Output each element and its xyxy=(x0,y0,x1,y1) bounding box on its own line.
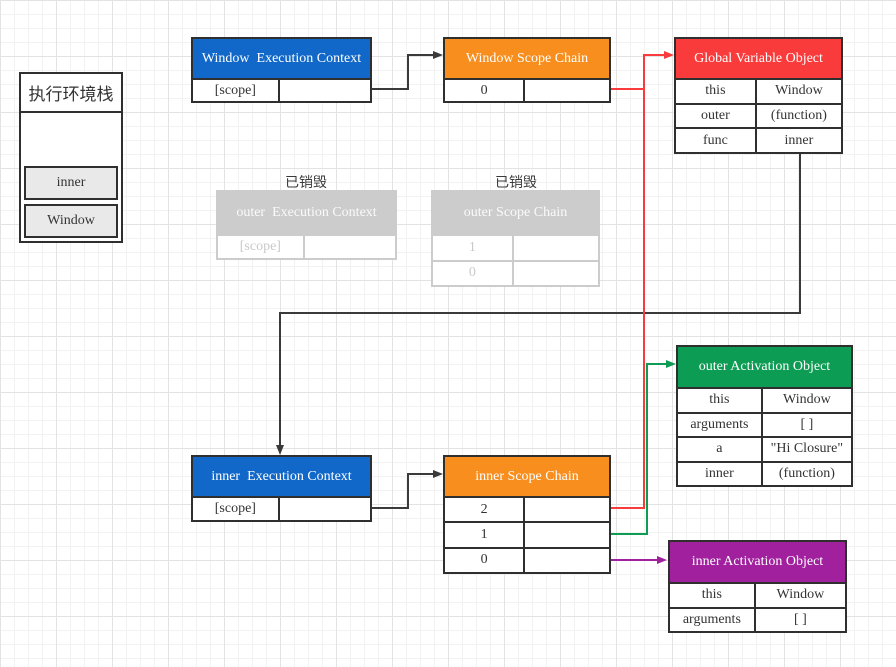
scope-value-cell xyxy=(305,236,395,258)
pointer-cell xyxy=(514,236,598,260)
global-variable-object-title: Global Variable Object xyxy=(676,39,841,78)
table-row: func inner xyxy=(676,127,841,153)
key-cell: outer xyxy=(676,104,757,128)
stack-item-window[interactable]: Window xyxy=(24,204,118,238)
table-row: this Window xyxy=(678,387,851,412)
inner-execution-context-title: inner Execution Context xyxy=(193,457,370,496)
table-row: [scope] xyxy=(218,234,395,258)
window-scope-chain-box[interactable]: Window Scope Chain 0 xyxy=(443,37,611,103)
inner-activation-object-box[interactable]: inner Activation Object this Window argu… xyxy=(668,540,847,633)
table-row: [scope] xyxy=(193,496,370,520)
key-cell: a xyxy=(678,438,763,461)
stack-item-label: Window xyxy=(47,213,95,228)
table-row: 1 xyxy=(433,234,598,260)
index-cell: 1 xyxy=(433,236,514,260)
outer-scope-chain-box[interactable]: outer Scope Chain 1 0 xyxy=(431,190,600,287)
key-cell: this xyxy=(670,584,756,607)
table-row: a "Hi Closure" xyxy=(678,436,851,461)
outer-activation-object-box[interactable]: outer Activation Object this Window argu… xyxy=(676,345,853,487)
value-cell: "Hi Closure" xyxy=(770,441,844,457)
pointer-cell xyxy=(525,498,609,521)
key-cell: this xyxy=(676,80,757,103)
key-cell: arguments xyxy=(678,413,763,436)
value-cell: (function) xyxy=(778,465,835,481)
key-cell: func xyxy=(676,129,757,153)
connector-inner-sc-2-to-gvo[interactable] xyxy=(611,51,674,509)
outer-activation-object-title: outer Activation Object xyxy=(678,347,851,387)
stack-item-inner[interactable]: inner xyxy=(24,166,118,200)
table-row: 1 xyxy=(445,521,609,547)
scope-value-cell xyxy=(280,80,370,101)
table-row: this Window xyxy=(676,78,841,103)
index-cell: 0 xyxy=(445,548,526,572)
value-cell: [ ] xyxy=(800,416,814,432)
pointer-cell xyxy=(525,549,609,572)
window-scope-chain-title: Window Scope Chain xyxy=(445,39,609,78)
stack-item-label: inner xyxy=(56,175,86,190)
global-variable-object-box[interactable]: Global Variable Object this Window outer… xyxy=(674,37,843,154)
scope-key-cell: [scope] xyxy=(193,80,280,101)
pointer-cell xyxy=(525,80,609,101)
inner-execution-context-box[interactable]: inner Execution Context [scope] xyxy=(191,455,372,522)
value-cell: inner xyxy=(784,132,814,148)
pointer-cell xyxy=(525,523,609,546)
value-cell: (function) xyxy=(770,108,827,123)
connector-inner-sc-1-to-outer-ao[interactable] xyxy=(611,360,676,535)
destroyed-label-outer-ec: 已销毁 xyxy=(285,174,327,190)
window-execution-context-box[interactable]: Window Execution Context [scope] xyxy=(191,37,372,103)
inner-scope-chain-title: inner Scope Chain xyxy=(445,457,609,496)
table-row: 2 xyxy=(445,496,609,522)
key-cell: arguments xyxy=(670,608,756,631)
index-cell: 0 xyxy=(433,261,514,285)
connector-inner-ec-to-inner-sc[interactable] xyxy=(371,470,443,509)
table-row: inner (function) xyxy=(678,460,851,485)
inner-activation-object-title: inner Activation Object xyxy=(670,542,845,582)
window-execution-context-title: Window Execution Context xyxy=(193,39,370,78)
table-row: 0 xyxy=(433,259,598,286)
key-cell: this xyxy=(678,389,763,412)
value-cell: Window xyxy=(783,392,831,408)
table-row: 0 xyxy=(445,546,609,572)
value-cell: [ ] xyxy=(793,611,807,627)
table-row: this Window xyxy=(670,582,845,607)
connector-window-ec-to-window-sc[interactable] xyxy=(371,51,443,90)
value-cell: Window xyxy=(776,587,825,603)
scope-key-cell: [scope] xyxy=(193,498,280,520)
index-cell: 2 xyxy=(445,498,526,522)
key-cell: inner xyxy=(678,462,763,485)
index-cell: 1 xyxy=(445,523,526,547)
table-row: 0 xyxy=(445,78,609,101)
pointer-cell xyxy=(514,262,598,286)
outer-scope-chain-title: outer Scope Chain xyxy=(433,192,598,234)
table-row: outer (function) xyxy=(676,102,841,128)
destroyed-label-outer-sc: 已销毁 xyxy=(495,174,537,190)
execution-stack-box[interactable]: 执行环境栈 inner Window xyxy=(19,72,123,243)
scope-value-cell xyxy=(280,498,370,520)
execution-stack-title: 执行环境栈 xyxy=(21,74,121,113)
value-cell: Window xyxy=(775,83,823,99)
inner-scope-chain-box[interactable]: inner Scope Chain 2 1 0 xyxy=(443,455,611,574)
table-row: [scope] xyxy=(193,78,370,101)
table-row: arguments [ ] xyxy=(670,606,845,631)
outer-execution-context-box[interactable]: outer Execution Context [scope] xyxy=(216,190,397,260)
scope-key-cell: [scope] xyxy=(218,236,305,258)
table-row: arguments [ ] xyxy=(678,411,851,436)
index-cell: 0 xyxy=(445,80,526,101)
outer-execution-context-title: outer Execution Context xyxy=(218,192,395,234)
